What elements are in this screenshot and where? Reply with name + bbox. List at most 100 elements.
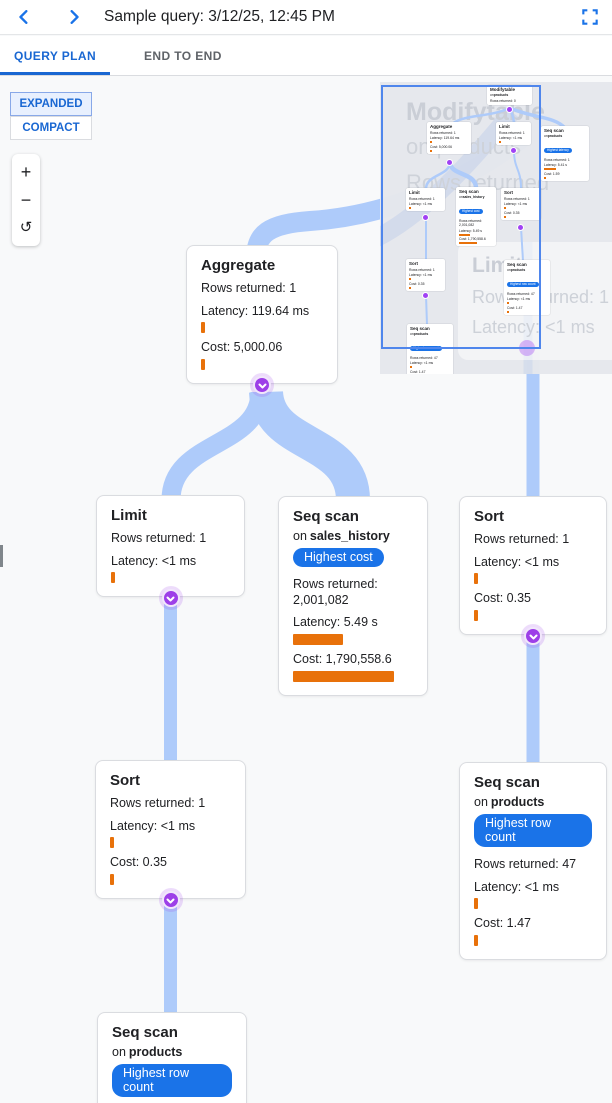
node-metric: Rows returned: 1 [201, 281, 297, 295]
expanded-button[interactable]: EXPANDED [10, 92, 92, 116]
node-title: Sort [474, 508, 504, 525]
table-prefix: on [474, 795, 488, 809]
node-metric: Latency: 5.41 s [544, 163, 567, 168]
node-table: onsales_history [459, 195, 493, 199]
zoom-out-button[interactable]: − [13, 186, 39, 214]
node-metric: Rows returned: 47 [410, 355, 438, 360]
highlight-badge: Highest cost [459, 208, 483, 214]
minimap-viewport[interactable] [381, 85, 541, 349]
collapse-node-button[interactable] [524, 626, 542, 645]
node-metric: Rows returned: 2,001,082 [459, 218, 482, 227]
node-table: onproducts [544, 134, 586, 138]
left-scrollbar-thumb[interactable] [0, 545, 3, 567]
fullscreen-button[interactable] [578, 6, 602, 30]
layout-toggle: EXPANDED COMPACT [10, 92, 92, 140]
metric-bar [507, 310, 509, 313]
table-name: products [413, 332, 429, 336]
node-metric: Cost: 1,790,558.6 [459, 237, 486, 242]
metric-bar [499, 141, 501, 144]
table-prefix: on [507, 268, 511, 272]
node-metric: Cost: 0.35 [409, 281, 425, 286]
previous-query-button[interactable] [12, 6, 36, 30]
metric-bar [111, 572, 115, 584]
metric-bar [459, 242, 477, 245]
table-name: products [510, 268, 526, 272]
node-metric: Rows returned: 47 [507, 291, 535, 296]
edge-aggregate-to-seqscan [249, 389, 370, 502]
metric-bar [544, 176, 546, 179]
tab-end-to-end[interactable]: END TO END [130, 36, 236, 75]
minimap-collapse-dot [423, 293, 428, 298]
node-metric: Rows returned: 1 [430, 130, 456, 135]
table-prefix: on [544, 134, 548, 138]
table-name: sales_history [462, 195, 485, 199]
node-metric: Cost: 1.47 [410, 369, 426, 374]
metric-bar [474, 609, 478, 621]
metric-bar [474, 934, 478, 946]
table-prefix: on [459, 195, 463, 199]
metric-bar [474, 573, 478, 585]
chevron-down-icon [166, 898, 175, 904]
node-metric: Cost: 1,790,558.6 [293, 651, 392, 666]
node-metric: Cost: 0.35 [474, 591, 531, 606]
collapse-node-button[interactable] [253, 375, 271, 394]
node-title: Limit [499, 124, 510, 129]
node-metric: Cost: 1.47 [507, 305, 523, 310]
table-prefix: on [112, 1045, 126, 1059]
minimap[interactable]: Modifytable on products Rows returned Li… [380, 82, 612, 374]
metric-bar [507, 302, 509, 305]
node-title: Limit [409, 190, 420, 195]
node-title: Aggregate [430, 124, 453, 129]
node-metric: Latency: <1 ms [110, 818, 196, 833]
node-title: Sort [504, 190, 513, 195]
chevron-right-icon [70, 9, 79, 24]
collapse-node-button[interactable] [161, 589, 180, 608]
chevron-down-icon [258, 383, 266, 389]
collapse-node-button[interactable] [161, 890, 180, 909]
metric-bar [201, 358, 205, 370]
chevron-down-icon [166, 596, 175, 602]
node-title: Sort [409, 261, 418, 266]
minimap-collapse-dot [507, 107, 512, 112]
metric-bar [110, 837, 114, 849]
node-metric: Latency: <1 ms [409, 202, 433, 207]
node-metric: Rows returned: 2,001,082 [293, 577, 378, 607]
node-metric: Cost: 5,000.06 [430, 144, 453, 149]
metric-bar [459, 233, 470, 236]
reset-view-button[interactable]: ↺ [13, 214, 39, 242]
metric-bar [430, 149, 432, 152]
node-metric: Cost: 1.47 [474, 916, 531, 931]
compact-button[interactable]: COMPACT [10, 116, 92, 140]
minimap-collapse-dot [423, 215, 428, 220]
edge-aggregate-to-limit [161, 391, 270, 501]
node-metric: Latency: 5.49 s [293, 615, 378, 630]
node-title: Seq scan [112, 1024, 178, 1041]
metric-bar [409, 286, 411, 289]
node-metric: Latency: <1 ms [410, 361, 434, 366]
next-query-button[interactable] [62, 6, 86, 30]
node-metric: Rows returned: 1 [499, 130, 525, 135]
tab-query-plan[interactable]: QUERY PLAN [0, 36, 111, 75]
node-metric: Latency: <1 ms [409, 273, 433, 278]
metric-bar [504, 215, 506, 218]
zoom-in-button[interactable]: + [13, 158, 39, 186]
